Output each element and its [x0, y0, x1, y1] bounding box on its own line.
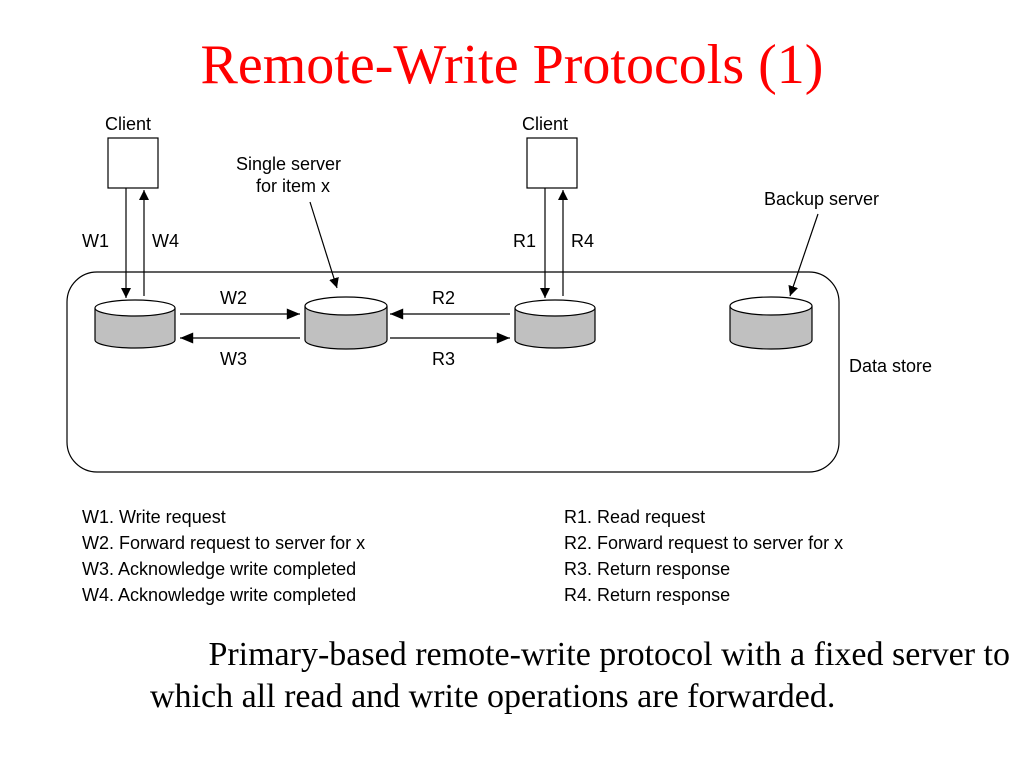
caption-line-2: which all read and write operations are …	[150, 678, 836, 715]
legend-write: W1. Write request W2. Forward request to…	[82, 504, 365, 608]
caption-line-1: Primary-based remote-write protocol with…	[208, 636, 1010, 673]
disk-right	[514, 299, 596, 349]
protocol-diagram: Client Client W1 W4 R1 R4 W2 W3 R2 R3 Si…	[66, 114, 932, 473]
client-left-label: Client	[105, 114, 151, 134]
label-w4: W4	[152, 231, 179, 251]
legend-item: R1. Read request	[564, 507, 706, 527]
legend-item: W1. Write request	[82, 507, 226, 527]
label-w1: W1	[82, 231, 109, 251]
legend-read: R1. Read request R2. Forward request to …	[564, 504, 843, 608]
pointer-backup-server	[788, 213, 819, 297]
legend-item: R3. Return response	[564, 559, 731, 579]
data-store-label: Data store	[849, 356, 932, 376]
disk-backup-server	[729, 296, 813, 350]
legend-item: W4. Acknowledge write completed	[82, 585, 357, 605]
label-w2: W2	[220, 288, 247, 308]
slide-title: Remote-Write Protocols (1)	[200, 34, 824, 96]
legend-item: R4. Return response	[564, 585, 731, 605]
disk-left	[94, 299, 176, 349]
disk-primary-server	[304, 296, 388, 350]
label-r2: R2	[432, 288, 455, 308]
label-r3: R3	[432, 349, 455, 369]
backup-server-label: Backup server	[764, 189, 879, 209]
pointer-single-server	[309, 201, 339, 289]
label-r1: R1	[513, 231, 536, 251]
label-w3: W3	[220, 349, 247, 369]
client-right-label: Client	[522, 114, 568, 134]
client-right-box	[526, 137, 578, 189]
slide-caption: Primary-based remote-write protocol with…	[20, 634, 1010, 718]
single-server-label-line1: Single server	[236, 154, 341, 174]
client-left-box	[107, 137, 159, 189]
legend-item: R2. Forward request to server for x	[564, 533, 844, 553]
data-store-boundary	[66, 271, 840, 473]
single-server-label-line2: for item x	[256, 176, 330, 196]
legend-item: W2. Forward request to server for x	[82, 533, 366, 553]
legend-item: W3. Acknowledge write completed	[82, 559, 357, 579]
label-r4: R4	[571, 231, 594, 251]
